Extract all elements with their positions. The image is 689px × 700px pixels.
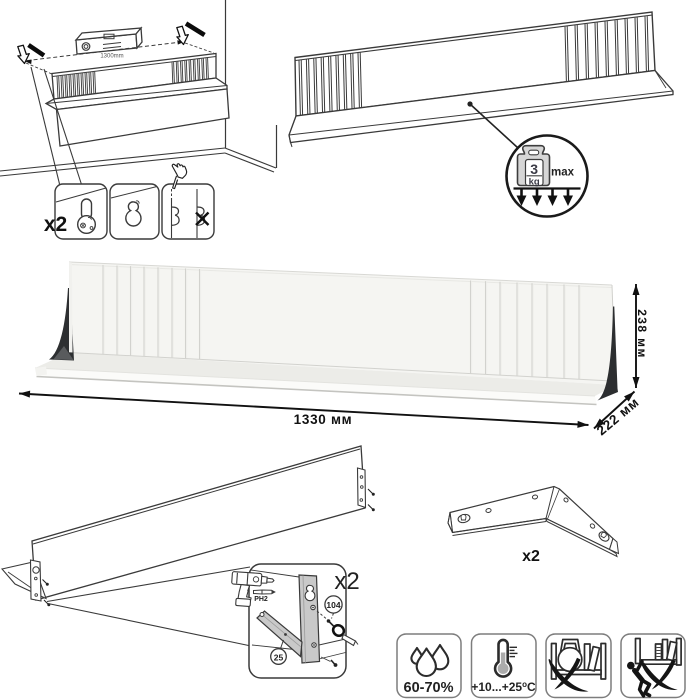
svg-text:x2: x2 xyxy=(44,213,67,236)
svg-text:60-70%: 60-70% xyxy=(404,680,454,696)
svg-text:PH2: PH2 xyxy=(254,596,268,603)
svg-text:kg: kg xyxy=(529,176,540,187)
svg-text:x2: x2 xyxy=(522,548,540,565)
svg-text:x2: x2 xyxy=(334,568,359,595)
svg-text:1300mm: 1300mm xyxy=(100,54,123,60)
svg-text:max: max xyxy=(551,167,575,179)
svg-text:104: 104 xyxy=(326,600,340,610)
svg-text:3: 3 xyxy=(530,161,538,177)
svg-text:25: 25 xyxy=(274,653,284,663)
svg-text:+10...+25oC: +10...+25oC xyxy=(471,680,536,695)
svg-text:1330 мм: 1330 мм xyxy=(294,412,353,427)
svg-text:238 мм: 238 мм xyxy=(635,309,649,359)
